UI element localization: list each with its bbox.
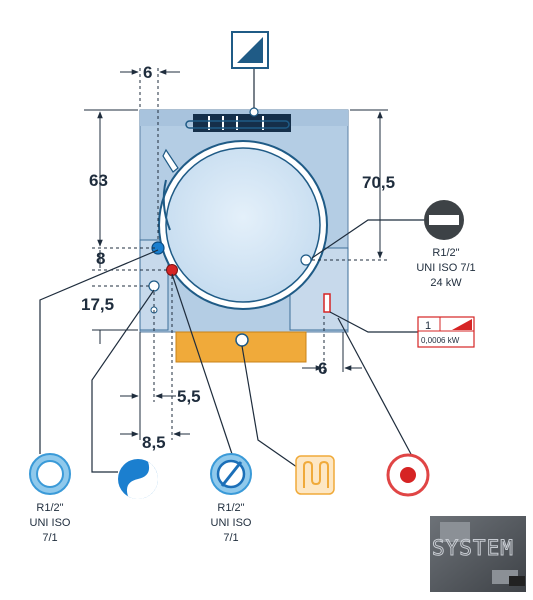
steam-exhaust-icon <box>231 31 269 69</box>
gas-inlet-icon <box>424 200 464 240</box>
cold-water-spec-line-1: R1/2" <box>36 502 63 514</box>
dim-bottom-large: 8,5 <box>142 433 166 452</box>
drain-icon <box>295 455 335 495</box>
cold-water-spec-line-3: 7/1 <box>42 532 57 544</box>
hot-water-icon <box>118 459 158 499</box>
softened-water-icon <box>210 453 252 495</box>
porthole <box>158 140 328 310</box>
dim-right-height: 70,5 <box>362 173 395 192</box>
gas-connection-point <box>300 254 312 266</box>
gas-spec-line-1: R1/2" <box>432 247 459 259</box>
gas-spec-line-3: 24 kW <box>430 277 462 289</box>
electric-spec-phase: 1 <box>425 320 431 332</box>
dimension-lines <box>84 68 388 440</box>
dim-left-height: 63 <box>89 171 108 190</box>
soft-water-connection-point <box>166 264 178 276</box>
drain-connection-point <box>235 333 249 347</box>
leader-lines <box>39 68 424 473</box>
soft-water-spec-line-3: 7/1 <box>223 532 238 544</box>
electric-connection-icon <box>417 316 475 348</box>
exhaust-connection-point <box>249 107 259 117</box>
dim-top-offset: 6 <box>143 63 152 82</box>
soft-water-spec-line-2: UNI ISO <box>211 517 252 529</box>
gas-spec-line-2: UNI ISO 7/1 <box>416 262 475 274</box>
cold-water-spec-line-2: UNI ISO <box>30 517 71 529</box>
cold-water-icon <box>29 453 71 495</box>
electric-spec-power: 0,0006 kW <box>421 336 460 345</box>
lever-icon <box>162 148 179 173</box>
safety-valve-icon <box>386 453 430 497</box>
hot-water-connection-point <box>148 280 160 292</box>
dim-bottom-small: 5,5 <box>177 387 201 406</box>
soft-water-spec-line-1: R1/2" <box>217 502 244 514</box>
electric-connection-point <box>323 293 331 313</box>
dim-pitch-small: 8 <box>96 249 105 268</box>
dim-pitch-large: 17,5 <box>81 295 114 314</box>
door-handle <box>185 114 291 132</box>
system-logo: SYSTEM <box>430 516 526 592</box>
logo-text: SYSTEM <box>432 536 514 560</box>
dim-side-offset: 6 <box>318 359 327 378</box>
